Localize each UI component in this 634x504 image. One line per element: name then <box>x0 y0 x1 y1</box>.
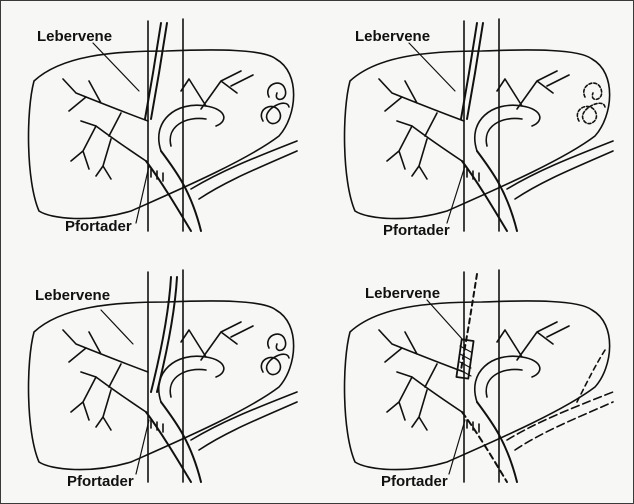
portal-vein-label: Pfortader <box>67 474 134 489</box>
panel-top-left: Lebervene Pfortader <box>1 1 317 252</box>
panel-top-right: Lebervene Pfortader <box>317 1 633 252</box>
panel-bottom-left: Lebervene Pfortader <box>1 252 317 503</box>
hepatic-vein-label: Lebervene <box>37 29 112 44</box>
portal-vein-label: Pfortader <box>65 219 132 234</box>
hepatic-vein-label: Lebervene <box>365 286 440 301</box>
hepatic-vein-label: Lebervene <box>35 288 110 303</box>
portal-vein-label: Pfortader <box>383 223 450 238</box>
panel-bottom-right: Lebervene Pfortader <box>317 252 633 503</box>
hepatic-vein-label: Lebervene <box>355 29 430 44</box>
portal-vein-label: Pfortader <box>381 474 448 489</box>
